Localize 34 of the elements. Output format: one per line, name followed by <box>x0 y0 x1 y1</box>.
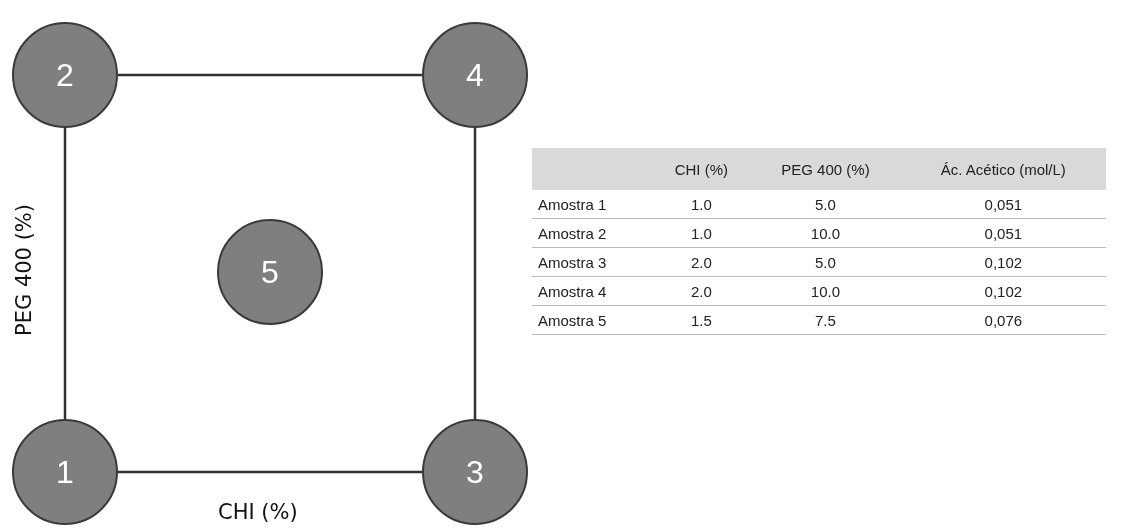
table-cell: 1.5 <box>652 305 751 335</box>
axis-label: CHI (%) <box>218 500 298 524</box>
table-cell: 5.0 <box>750 247 901 277</box>
connector-line <box>118 470 422 474</box>
table-cell: 1.0 <box>652 190 751 219</box>
point-number: 3 <box>466 453 484 491</box>
column-header: Ác. Acético (mol/L) <box>900 148 1106 190</box>
row-header: Amostra 1 <box>532 190 653 219</box>
connector-line <box>63 128 67 419</box>
table-cell: 0,076 <box>900 305 1106 335</box>
table-cell: 0,102 <box>900 247 1106 277</box>
point-number: 5 <box>261 253 279 291</box>
point-number: 4 <box>466 56 484 94</box>
table-cell: 5.0 <box>750 190 901 219</box>
connector-line <box>473 128 477 419</box>
table-cell: 10.0 <box>750 218 901 248</box>
row-header: Amostra 5 <box>532 305 653 335</box>
point-number: 1 <box>56 453 74 491</box>
table-cell: 2.0 <box>652 276 751 306</box>
point-number: 2 <box>56 56 74 94</box>
row-header: Amostra 3 <box>532 247 653 277</box>
connector-line <box>118 73 422 77</box>
table-cell: 1.0 <box>652 218 751 248</box>
table-cell: 0,051 <box>900 190 1106 219</box>
column-header: PEG 400 (%) <box>750 148 901 190</box>
axis-label: PEG 400 (%) <box>12 204 36 336</box>
table-cell: 10.0 <box>750 276 901 306</box>
table-cell: 7.5 <box>750 305 901 335</box>
table-cell: 2.0 <box>652 247 751 277</box>
row-header: Amostra 4 <box>532 276 653 306</box>
table-cell: 0,051 <box>900 218 1106 248</box>
column-header: CHI (%) <box>652 148 751 190</box>
row-header: Amostra 2 <box>532 218 653 248</box>
table-cell: 0,102 <box>900 276 1106 306</box>
